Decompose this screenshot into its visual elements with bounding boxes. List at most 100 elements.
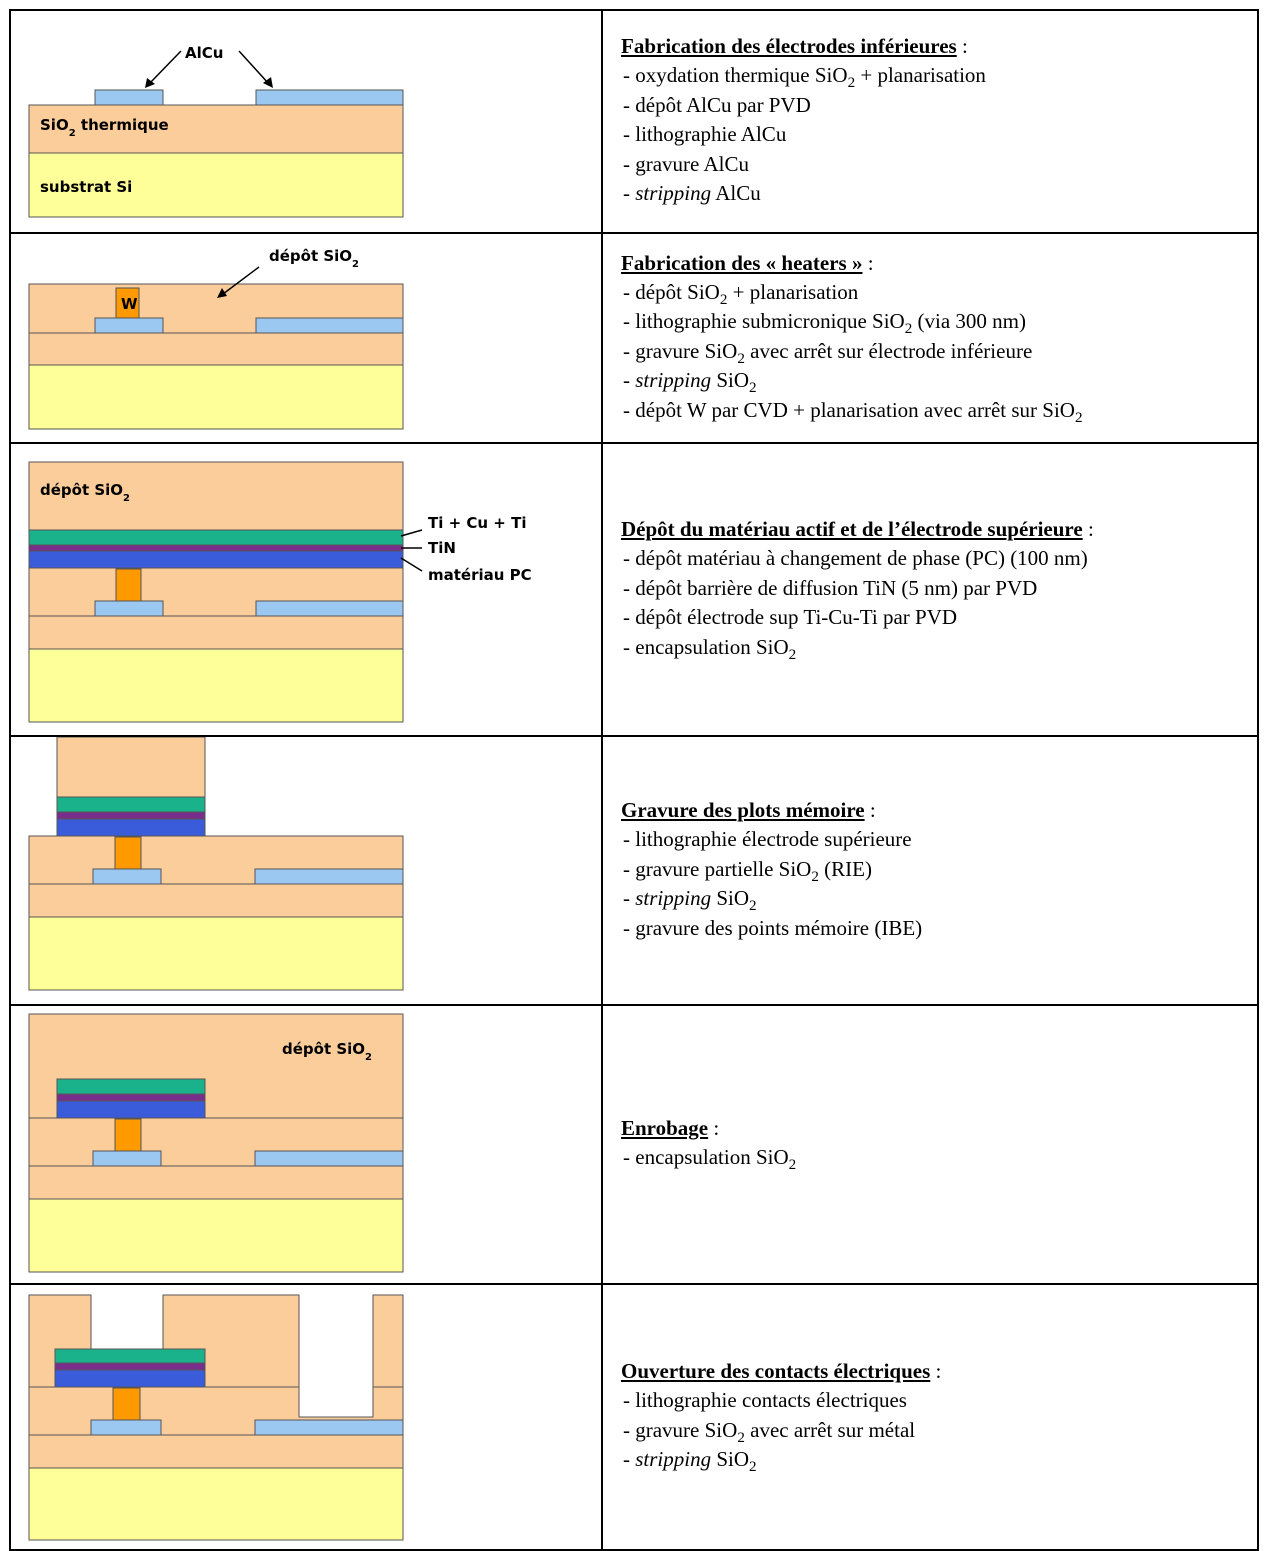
stage-2-line-2: - lithographie submicronique SiO2 (via 3… <box>623 309 1027 338</box>
tungsten-heater <box>115 568 142 602</box>
alcu-electrode-left <box>94 600 164 617</box>
stage-4-figure <box>9 735 603 1006</box>
ticuti-plot <box>54 1348 206 1364</box>
alcu-electrode-right <box>255 600 404 617</box>
stage-1-cross-section: AlCu SiO2 thermique substrat Si <box>28 44 404 218</box>
tungsten-heater <box>115 287 140 319</box>
stage-3-steps: - dépôt matériau à changement de phase (… <box>621 544 1257 662</box>
stage-4-line-2: - gravure partielle SiO2 (RIE) <box>623 856 872 885</box>
arrow-alcu-left-head <box>145 78 155 88</box>
stage-5-line-1: - encapsulation SiO2 <box>623 1145 797 1174</box>
pc-material-plot <box>56 1100 206 1119</box>
stage-6-steps: - lithographie contacts électriques - gr… <box>621 1386 1257 1475</box>
stage-2-line-4: - stripping SiO2 <box>623 368 757 397</box>
ticuti-label: Ti + Cu + Ti <box>428 514 526 532</box>
stage-6-title: Ouverture des contacts électriques <box>621 1359 931 1384</box>
stage-1-line-4: - gravure AlCu <box>623 151 749 176</box>
stage-2-text: Fabrication des « heaters » : - dépôt Si… <box>601 232 1259 444</box>
thermal-oxide-layer <box>28 883 404 918</box>
alcu-electrode-right <box>254 868 404 885</box>
tin-plot <box>56 1093 206 1102</box>
ticuti-plot <box>56 796 206 813</box>
pc-material-layer <box>28 550 404 569</box>
stage-1-line-2: - dépôt AlCu par PVD <box>623 92 811 117</box>
alcu-electrode-left <box>90 1419 162 1436</box>
alcu-electrode-right <box>254 1419 404 1436</box>
alcu-electrode-left <box>94 89 164 106</box>
stage-3-cross-section: dépôt SiO2 Ti + Cu + Ti TiN matériau PC <box>28 461 532 723</box>
stage-4-steps: - lithographie électrode supérieure - gr… <box>621 825 1257 943</box>
stage-5-title: Enrobage <box>621 1116 709 1141</box>
oxide-cap <box>56 737 206 798</box>
stage-5-text: Enrobage : - encapsulation SiO2 <box>601 1004 1259 1285</box>
stage-6-line-2: - gravure SiO2 avec arrêt sur métal <box>623 1417 916 1446</box>
ticuti-layer <box>28 529 404 546</box>
w-label: W <box>121 295 138 313</box>
arrow-alcu-right-head <box>263 77 273 88</box>
depot-sio2-label: dépôt SiO2 <box>40 481 130 504</box>
alcu-electrode-right <box>255 89 404 106</box>
stage-1-line-5: - stripping AlCu <box>623 181 761 206</box>
stage-4-cross-section <box>28 737 404 991</box>
tungsten-heater <box>114 836 142 870</box>
depot-sio2-label: dépôt SiO2 <box>282 1040 372 1063</box>
substrate-layer <box>28 1198 404 1273</box>
pc-material-plot <box>56 818 206 837</box>
substrate-layer <box>28 916 404 991</box>
stage-1-figure: AlCu SiO2 thermique substrat Si <box>9 9 603 234</box>
stage-2-figure: W dépôt SiO2 <box>9 232 603 444</box>
stage-6-line-1: - lithographie contacts électriques <box>623 1388 907 1413</box>
stage-2-line-1: - dépôt SiO2 + planarisation <box>623 279 859 308</box>
thermal-oxide-layer <box>28 104 404 154</box>
ticuti-plot <box>56 1078 206 1095</box>
alcu-electrode-right <box>255 317 404 334</box>
stage-1-text: Fabrication des électrodes inférieures :… <box>601 9 1259 234</box>
stage-5-steps: - encapsulation SiO2 <box>621 1143 1257 1173</box>
tungsten-heater <box>112 1387 141 1421</box>
stage-1-line-3: - lithographie AlCu <box>623 122 787 147</box>
stage-3-figure: dépôt SiO2 Ti + Cu + Ti TiN matériau PC <box>9 442 603 737</box>
arrow-alcu-left <box>148 50 182 85</box>
stage-1-line-1: - oxydation thermique SiO2 + planarisati… <box>623 63 986 92</box>
thermal-oxide-layer <box>28 615 404 650</box>
stage-6-cross-section <box>28 1294 404 1541</box>
pc-material-plot <box>54 1369 206 1388</box>
stage-6-text: Ouverture des contacts électriques : - l… <box>601 1283 1259 1551</box>
stage-2-line-3: - gravure SiO2 avec arrêt sur électrode … <box>623 338 1033 367</box>
pc-label: matériau PC <box>428 566 532 584</box>
stage-4-title: Gravure des plots mémoire <box>621 798 865 822</box>
thermal-oxide-layer <box>28 1434 404 1469</box>
stage-2-title: Fabrication des « heaters » <box>621 250 863 275</box>
stage-4-line-1: - lithographie électrode supérieure <box>623 827 912 851</box>
stage-4-line-3: - stripping SiO2 <box>623 886 757 915</box>
substrate-layer <box>28 1467 404 1541</box>
stage-1-title: Fabrication des électrodes inférieures <box>621 34 957 59</box>
tungsten-heater <box>114 1118 142 1152</box>
alcu-electrode-left <box>92 868 162 885</box>
stage-6-figure <box>9 1283 603 1551</box>
stage-3-line-3: - dépôt électrode sup Ti-Cu-Ti par PVD <box>623 605 958 629</box>
tin-plot <box>54 1362 206 1371</box>
alcu-label: AlCu <box>185 44 223 62</box>
stage-1-steps: - oxydation thermique SiO2 + planarisati… <box>621 61 1257 209</box>
stage-5-cross-section: dépôt SiO2 <box>28 1013 404 1273</box>
alcu-electrode-right <box>254 1150 404 1167</box>
tin-label: TiN <box>428 539 456 557</box>
stage-4-line-4: - gravure des points mémoire (IBE) <box>623 915 923 940</box>
alcu-electrode-left <box>94 317 164 334</box>
stage-3-line-4: - encapsulation SiO2 <box>623 634 797 663</box>
stage-6-line-3: - stripping SiO2 <box>623 1447 757 1476</box>
stage-5-figure: dépôt SiO2 <box>9 1004 603 1285</box>
thermal-oxide-layer <box>28 332 404 366</box>
substrate-layer <box>28 364 404 430</box>
pointer-pc <box>400 557 423 572</box>
tin-layer <box>28 544 404 552</box>
substrate-layer <box>28 152 404 218</box>
stage-3-title: Dépôt du matériau actif et de l’électrod… <box>621 517 1083 541</box>
encapsulation-oxide-layer <box>28 461 404 531</box>
stage-2-steps: - dépôt SiO2 + planarisation - lithograp… <box>621 278 1257 426</box>
stage-3-line-1: - dépôt matériau à changement de phase (… <box>623 546 1088 570</box>
tin-plot <box>56 811 206 820</box>
arrow-alcu-right <box>238 50 270 85</box>
arrow-depot-sio2 <box>222 266 260 295</box>
